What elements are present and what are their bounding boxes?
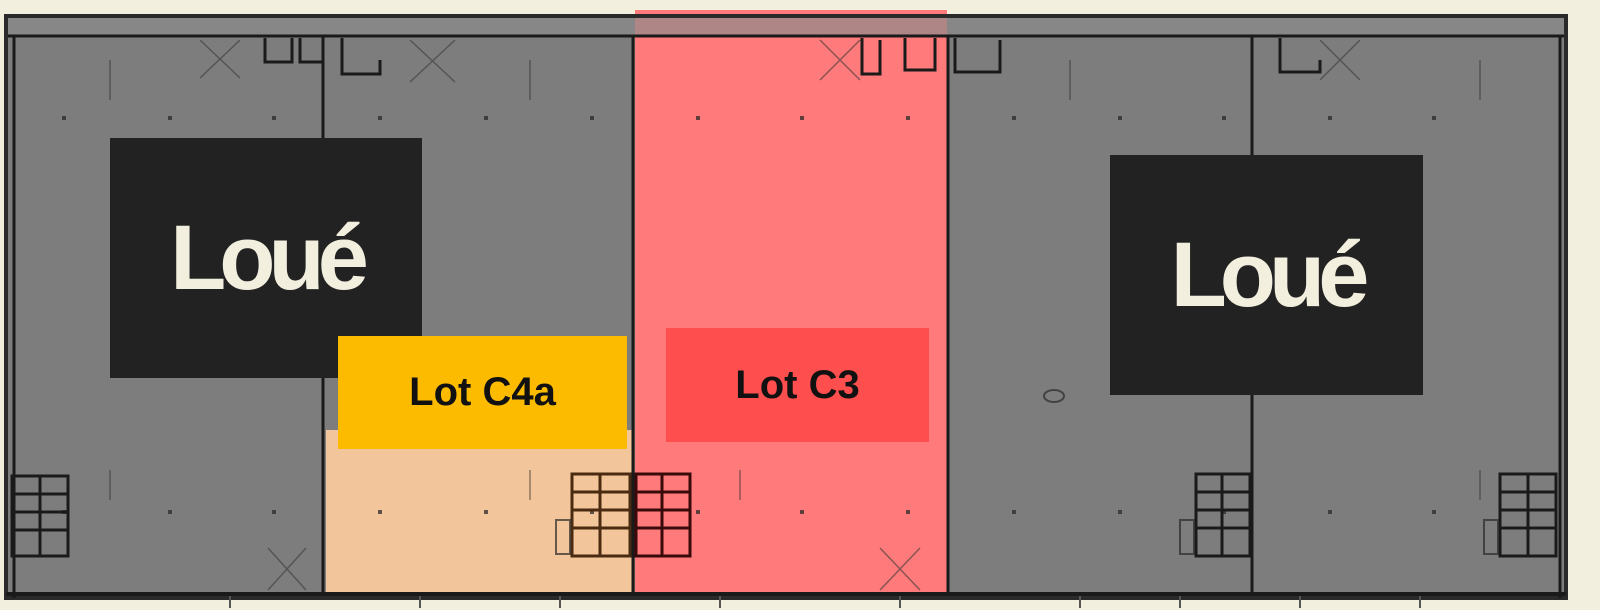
lot-c3-zone xyxy=(635,10,947,598)
loading-docks xyxy=(263,38,1322,76)
staircase-5 xyxy=(1498,472,1558,558)
outer-wall xyxy=(4,14,1568,600)
loue-label-right: Loué xyxy=(1110,155,1423,395)
column-dashes xyxy=(109,60,1481,500)
staircase-3 xyxy=(634,472,692,558)
staircase-4 xyxy=(1194,472,1252,558)
column-grid xyxy=(62,116,1436,514)
bottom-ticks xyxy=(229,596,1421,608)
fixtures xyxy=(555,389,1499,555)
lot-c3-tag[interactable]: Lot C3 xyxy=(666,328,929,442)
staircase-1 xyxy=(10,474,70,558)
top-wall xyxy=(6,16,1566,36)
lot-c4a-tag[interactable]: Lot C4a xyxy=(338,336,627,449)
staircase-2 xyxy=(570,472,632,558)
door-crosses xyxy=(199,39,1361,591)
lot-c4a-zone xyxy=(326,430,632,598)
